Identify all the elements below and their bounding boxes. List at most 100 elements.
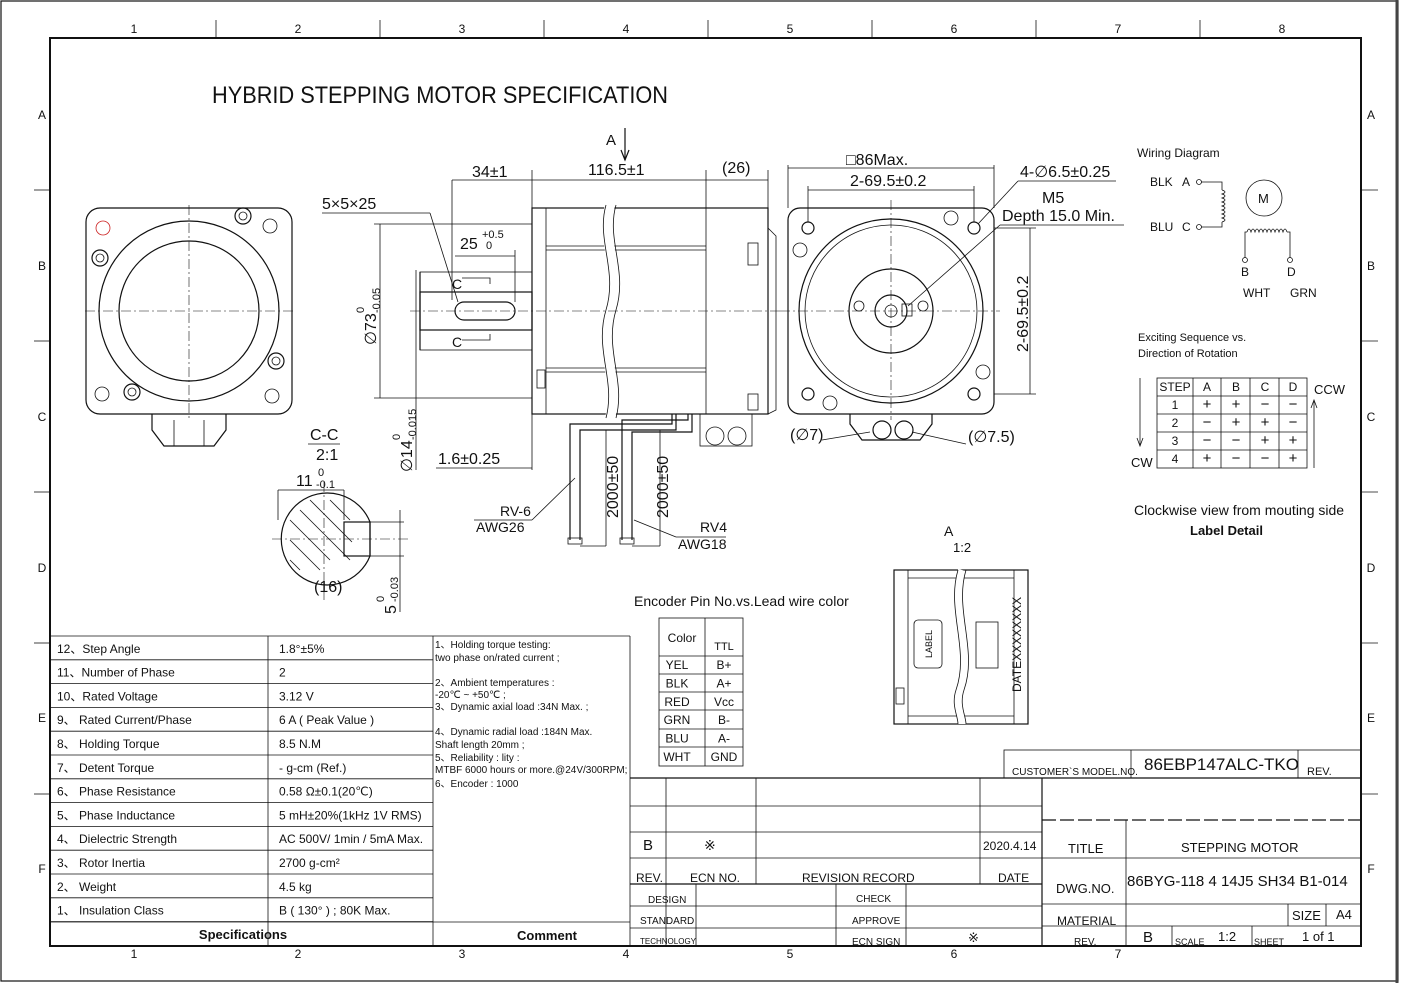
rear-hole-br [267,352,285,370]
dim-hole-spacing: 2-69.5±0.2 [850,173,926,190]
spec-name: 11、Number of Phase [57,666,175,680]
tb-technology: TECHNOLOGY [640,937,697,946]
comment-line: Shaft length 20mm ; [435,740,525,751]
spec-name: 10、Rated Voltage [57,689,158,703]
rear-hole-bl [123,383,141,401]
zone-col-1-b: 1 [131,947,138,961]
tb-dwg-value: 86BYG-118 4 14J5 SH34 B1-014 [1127,873,1348,890]
seq-cell: − [1289,396,1298,413]
tb-check: CHECK [856,894,891,905]
comment-line: 1、Holding torque testing: [435,640,551,651]
section-key-tol-lower: -0.03 [389,577,401,602]
seq-cell: + [1289,432,1298,449]
cable1-gauge: AWG26 [476,519,525,535]
tb-size-label: SIZE [1292,908,1321,923]
wiring-pin-b: B [1241,265,1249,279]
dim-key-tol-upper: +0.5 [482,229,504,241]
tb-title-label: TITLE [1068,841,1104,856]
dim-key-size: 5×5×25 [322,196,376,213]
spec-name: 4、 Dielectric Strength [57,832,177,846]
zone-row-d-r: D [1367,561,1376,575]
seq-cell: + [1203,396,1212,413]
wiring-lead-blu: BLU [1150,220,1173,234]
gland-left-dim: (∅7) [790,427,824,444]
section-key: 5 [383,605,400,614]
comment-line: two phase on/rated current ; [435,653,560,664]
spec-value: 5 mH±20%(1kHz 1V RMS) [279,808,422,822]
wiring-diagram: Wiring Diagram BLK A BLU C M B D WHT GRN [1137,146,1317,300]
seq-ccw: CCW [1314,382,1346,397]
col-revision-record: REVISION RECORD [802,871,915,885]
section-mark-top: C [452,276,462,292]
wiring-lead-grn: GRN [1290,286,1317,300]
spec-value: 4.5 kg [279,880,312,894]
zone-row-e-r: E [1367,711,1375,725]
zone-rows: A B C D E F A B C D E F [34,108,1378,876]
zone-col-3: 3 [459,22,466,36]
spec-value: 2700 g-cm² [279,856,340,870]
tb-size-value: A4 [1336,907,1352,922]
comment-line: MTBF 6000 hours or more.@24V/300RPM; [435,765,627,776]
encoder-ttl-cell: A- [718,732,730,746]
tb-ecn-mark: ※ [968,930,979,945]
seq-cell: + [1203,450,1212,467]
encoder-table: Encoder Pin No.vs.Lead wire color Color … [634,593,849,767]
zone-col-8: 8 [1279,22,1286,36]
gland-right-dim: (∅7.5) [968,429,1015,446]
seq-head-step: STEP [1159,380,1190,394]
comment-line: -20℃ ~ +50℃ ; [435,690,506,701]
customer-model-value: 86EBP147ALC-TKO [1144,755,1299,774]
section-flat-tol-lower: -0.1 [316,479,335,491]
seq-cell: + [1261,432,1270,449]
zone-col-1: 1 [131,22,138,36]
encoder-color-cell: YEL [666,658,689,672]
wiring-pin-c: C [1182,220,1191,234]
comment-line: 2、Ambient temperatures : [435,678,555,689]
encoder-title: Encoder Pin No.vs.Lead wire color [634,593,849,609]
encoder-ttl-cell: A+ [716,676,731,690]
tb-design: DESIGN [648,895,686,906]
seq-cell: + [1261,414,1270,431]
section-mark-bottom: C [452,334,462,350]
comment-footer: Comment [517,928,578,943]
zone-row-d: D [38,561,47,575]
dim-thread: M5 [1042,190,1064,207]
dim-shaft-tol-lower: -0.015 [407,409,419,440]
seq-cell: − [1232,450,1241,467]
spec-name: 6、 Phase Resistance [57,785,176,799]
drawing-title: HYBRID STEPPING MOTOR SPECIFICATION [212,82,668,109]
zone-col-2: 2 [295,22,302,36]
encoder-color-cell: RED [664,695,690,709]
zone-col-4: 4 [623,22,630,36]
seq-head-d: D [1289,380,1298,394]
tb-scale-label: SCALE [1175,937,1205,947]
seq-head-c: C [1261,380,1270,394]
zone-row-b-r: B [1367,259,1375,273]
zone-row-b: B [38,259,46,273]
zone-col-2-b: 2 [295,947,302,961]
wiring-motor: M [1258,191,1269,206]
tb-title-value: STEPPING MOTOR [1181,840,1299,855]
comment-line: 3、Dynamic axial load :34N Max. ; [435,702,588,713]
encoder-head-ttl: TTL [714,641,734,653]
tb-sheet-value: 1 of 1 [1302,929,1335,944]
cable2-length: 2000±50 [655,456,672,518]
col-rev: REV. [636,871,663,885]
seq-head-b: B [1232,380,1240,394]
customer-model-label: CUSTOMER`S MODEL.NO. [1012,766,1138,778]
spec-value: 1.8°±5% [279,642,325,656]
exciting-title-1: Exciting Sequence vs. [1138,332,1246,344]
dim-key-tol-lower: 0 [486,240,492,252]
seq-cell: − [1203,432,1212,449]
encoder-ttl-cell: GND [711,750,738,764]
rear-view [85,205,293,447]
spec-name: 1、 Insulation Class [57,904,164,918]
seq-cell: − [1289,414,1298,431]
wiring-pin-a: A [1182,175,1190,189]
zone-row-f-r: F [1367,862,1374,876]
seq-cell: + [1232,414,1241,431]
section-cc-label: C-C [310,427,338,444]
spec-footer: Specifications [199,927,287,942]
comment-line: 4、Dynamic radial load :184N Max. [435,727,592,738]
